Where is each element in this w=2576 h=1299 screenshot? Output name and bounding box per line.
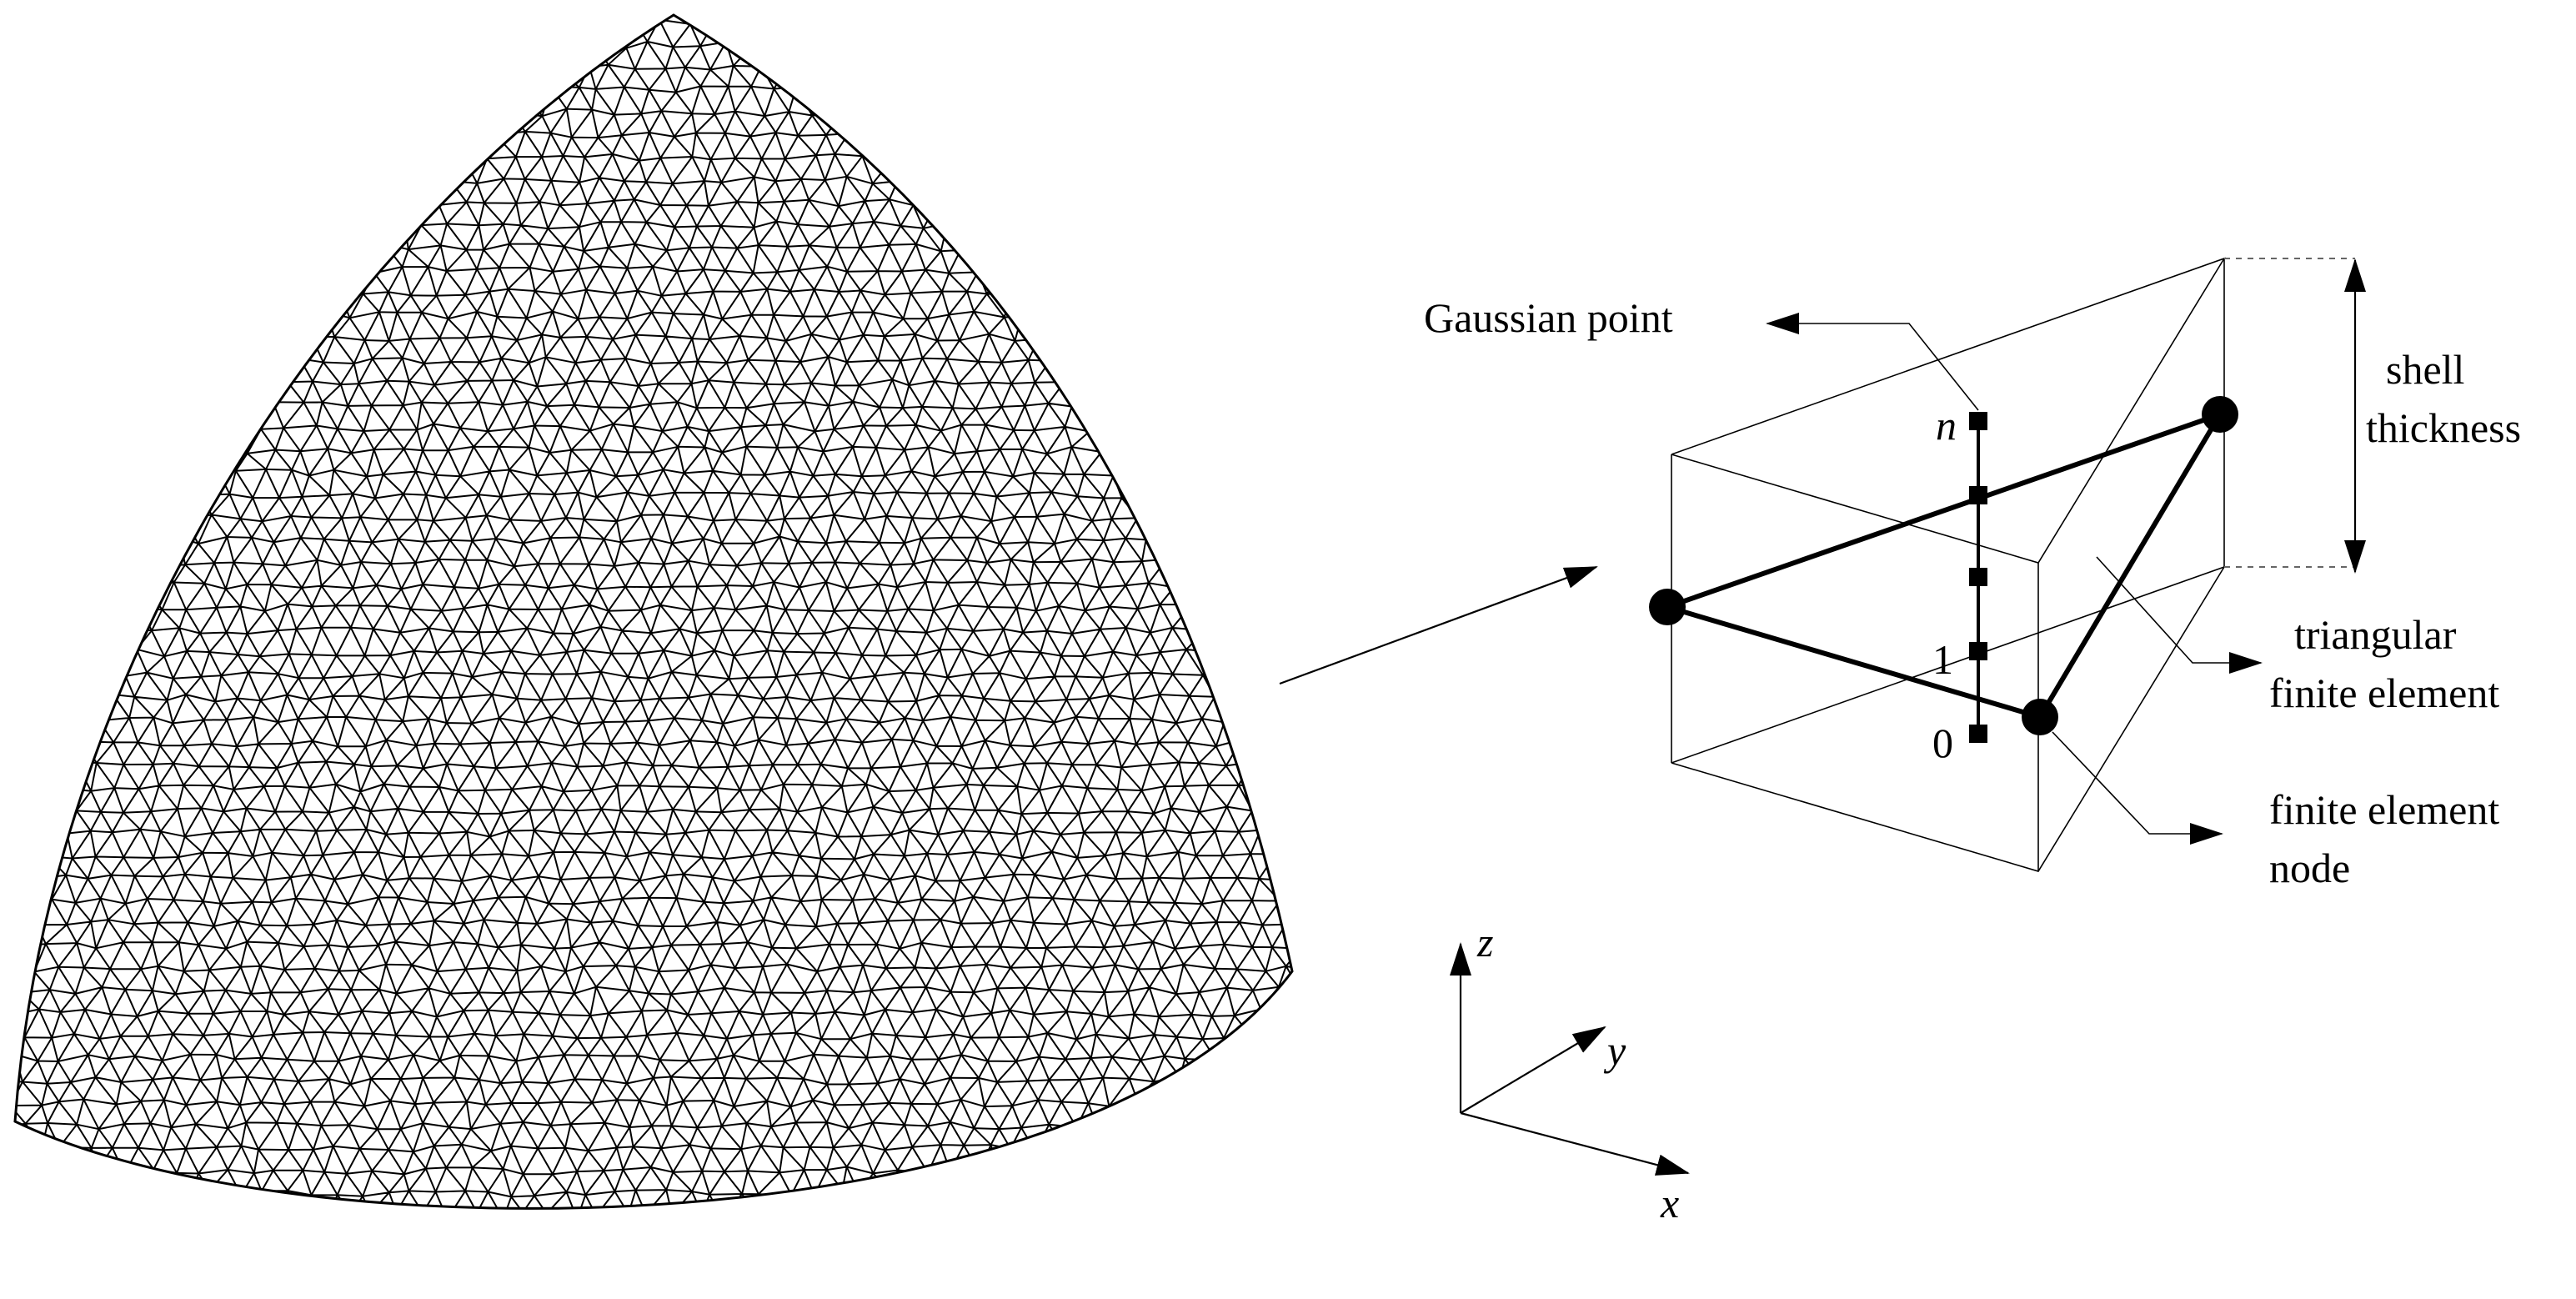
gauss-label-1: 1 bbox=[1932, 636, 1953, 683]
triangular-element-leader bbox=[2096, 556, 2263, 674]
gauss-label-0: 0 bbox=[1932, 720, 1953, 766]
finite-element-node-label-line1: finite element bbox=[2269, 786, 2499, 833]
finite-element-label: finite element bbox=[2269, 670, 2499, 716]
x-axis-label: x bbox=[1660, 1180, 1679, 1226]
triangular-mesh bbox=[15, 15, 1292, 1209]
gaussian-point-leader bbox=[1766, 313, 1979, 411]
coordinate-axes: z y x bbox=[1450, 919, 1690, 1226]
finite-element-node bbox=[1649, 589, 1686, 625]
gauss-label-n: n bbox=[1936, 402, 1957, 449]
x-axis bbox=[1460, 1111, 1690, 1176]
gauss-point-square bbox=[1969, 412, 1987, 430]
finite-element-node bbox=[2022, 699, 2058, 735]
gauss-point-square bbox=[1969, 642, 1987, 660]
shell-label: shell bbox=[2386, 346, 2464, 393]
gaussian-point-label: Gaussian point bbox=[1424, 294, 1673, 341]
triangular-label: triangular bbox=[2294, 611, 2457, 658]
node-leader bbox=[2052, 731, 2223, 845]
finite-element-node bbox=[2202, 396, 2238, 433]
gauss-point-square bbox=[1969, 568, 1987, 586]
shell-element-prism: n 1 0 bbox=[1649, 257, 2238, 872]
y-axis bbox=[1460, 1026, 1606, 1114]
mesh-edges bbox=[15, 15, 1292, 1209]
zoom-leader-arrow bbox=[1279, 565, 1598, 685]
dome-outline bbox=[13, 13, 1294, 1210]
finite-element-node-label-line2: node bbox=[2269, 845, 2350, 891]
gauss-point-square bbox=[1969, 486, 1987, 504]
y-axis-label: y bbox=[1603, 1027, 1626, 1074]
thickness-label: thickness bbox=[2366, 404, 2521, 451]
mid-surface-triangle bbox=[1665, 412, 2223, 720]
gauss-point-square bbox=[1969, 725, 1987, 743]
shell-dome-mesh bbox=[13, 13, 1294, 1210]
z-axis-label: z bbox=[1476, 919, 1493, 965]
